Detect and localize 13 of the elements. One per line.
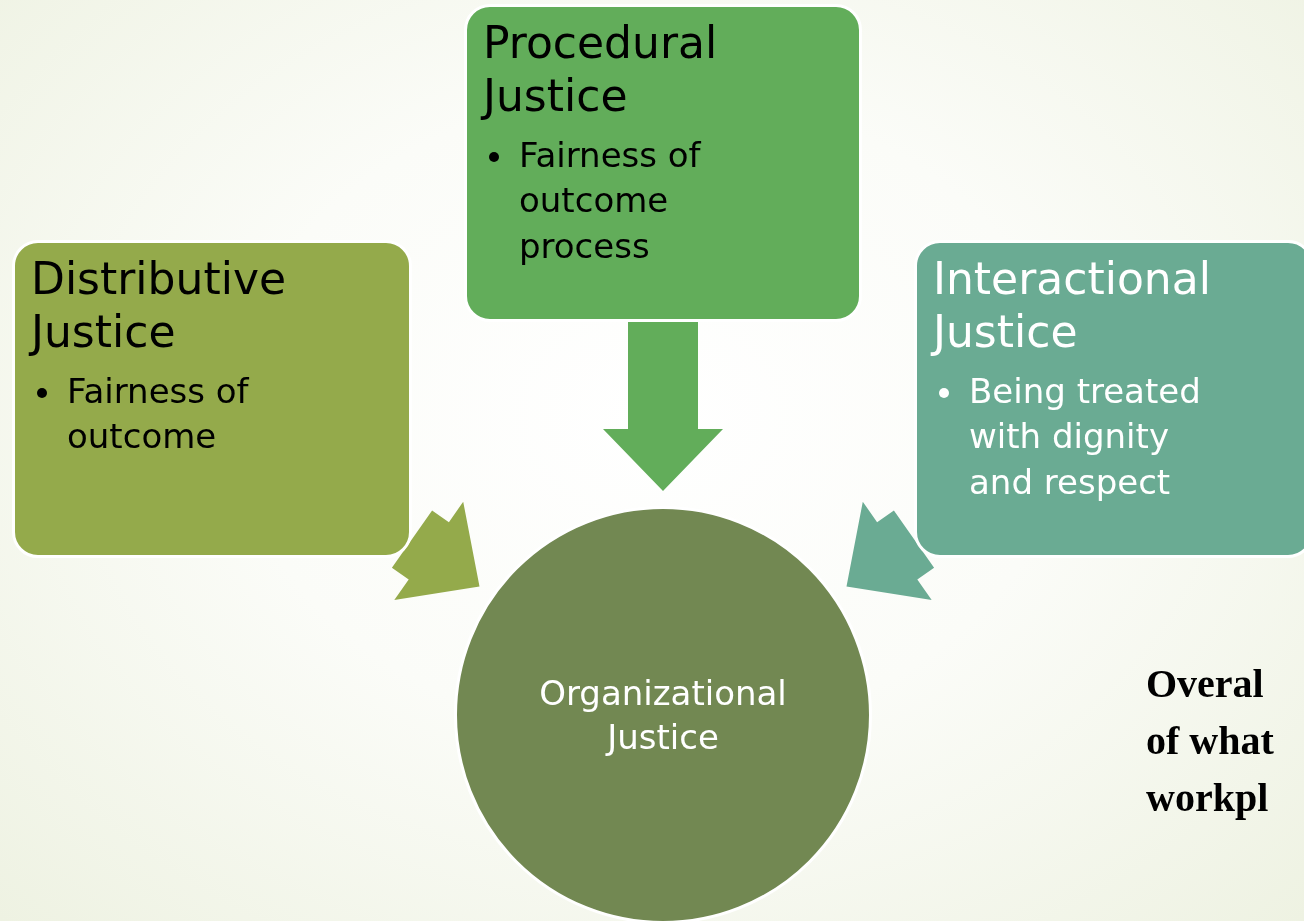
block-arrow — [846, 501, 935, 600]
note-text: of what — [1146, 717, 1274, 764]
block-arrow — [391, 501, 480, 600]
category-card — [12, 240, 412, 558]
bullet-text: Fairness of outcome — [67, 370, 249, 457]
node-label: Organizational Justice — [538, 671, 788, 759]
bullet-text: Being treated with dignity and respect — [969, 370, 1201, 503]
bullet-text: Fairness of outcome process — [519, 134, 701, 267]
category-card — [914, 240, 1304, 558]
note-text: workpl — [1146, 774, 1269, 821]
block-arrow — [603, 322, 723, 491]
category-card — [464, 4, 862, 322]
note-text: Overal — [1146, 660, 1264, 707]
